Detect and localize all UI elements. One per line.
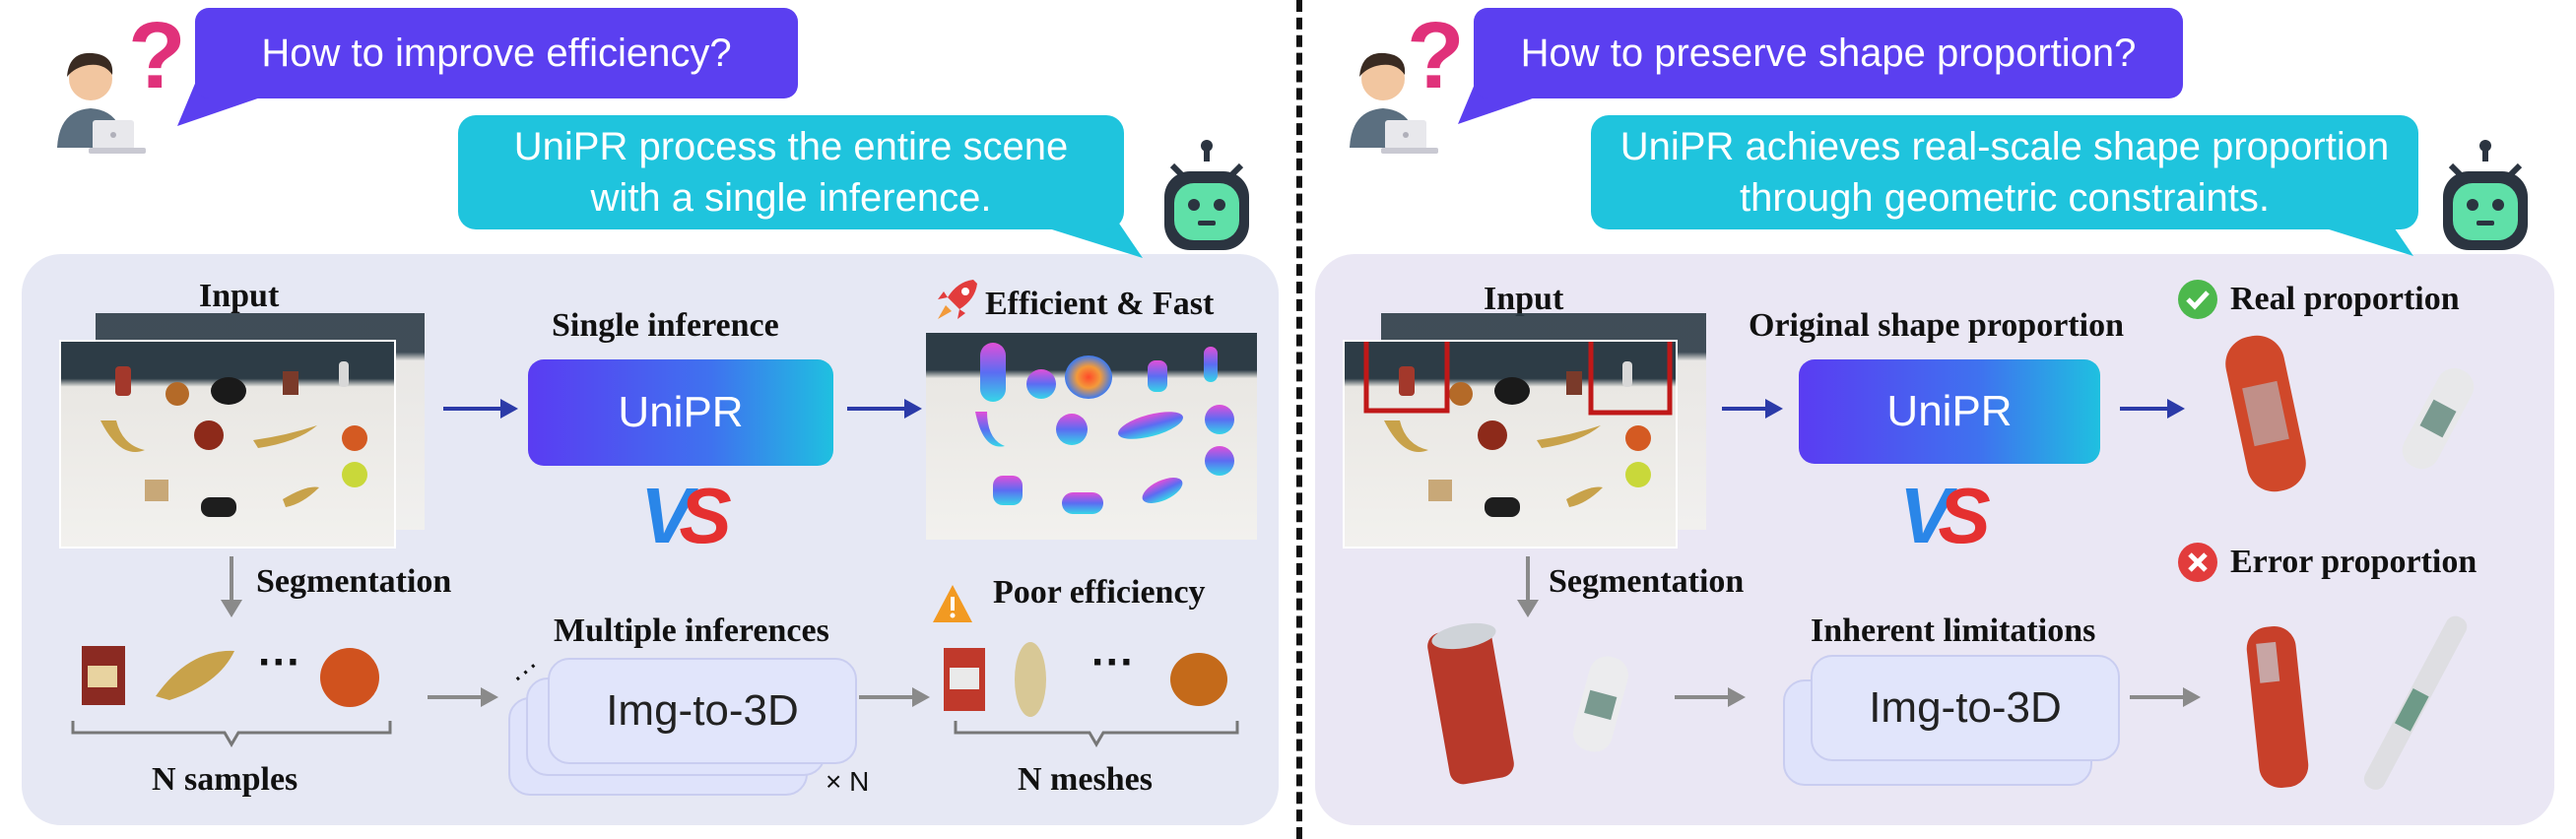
n-meshes-brace	[954, 721, 1239, 747]
arrow-input-to-unipr	[443, 399, 518, 419]
arrow-segment-to-img3d	[1675, 687, 1746, 707]
real-proportion-label: Real proportion	[2230, 281, 2460, 317]
arrow-unipr-to-result	[847, 399, 922, 419]
question-mark-icon: ?	[1407, 3, 1465, 108]
left-answer-bubble: UniPR process the entire scene with a si…	[458, 115, 1124, 229]
arrow-unipr-to-real	[2120, 399, 2185, 419]
real-proportion-bottle	[2402, 367, 2475, 470]
rocket-icon	[938, 280, 977, 319]
left-answer-line1: UniPR process the entire scene	[513, 125, 1069, 168]
check-circle-icon	[2178, 280, 2217, 319]
right-img3d-text: Img-to-3D	[1869, 683, 2062, 732]
right-answer-line2: through geometric constraints.	[1739, 176, 2271, 220]
right-vs-logo: VS	[1899, 471, 1991, 561]
times-n-label: × N	[826, 766, 870, 797]
arrow-img3d-to-meshes	[859, 687, 930, 707]
mesh-banana	[1015, 642, 1046, 717]
left-unipr-text: UniPR	[618, 388, 744, 436]
left-question-bubble: How to improve efficiency?	[195, 8, 798, 98]
right-answer-bubble: UniPR achieves real-scale shape proporti…	[1591, 115, 2418, 229]
error-proportion-can	[2246, 626, 2309, 788]
left-answer-line2: with a single inference.	[590, 176, 992, 220]
arrow-img3d-to-error	[2130, 687, 2201, 707]
arrow-samples-to-img3d	[428, 687, 498, 707]
left-result-photo	[926, 333, 1257, 540]
left-samples-ellipsis: ···	[258, 638, 301, 686]
right-question-bubble: How to preserve shape proportion?	[1474, 8, 2183, 98]
right-unipr-text: UniPR	[1886, 387, 2013, 435]
left-vs-logo: VS	[640, 471, 732, 561]
person-with-laptop-icon	[57, 52, 146, 154]
vs-v: V	[640, 472, 693, 559]
robot-icon	[2443, 140, 2528, 250]
vs-v: V	[1899, 472, 1951, 559]
n-meshes-label: N meshes	[1018, 761, 1153, 798]
left-unipr-block: UniPR	[528, 359, 833, 466]
n-samples-brace	[71, 721, 392, 747]
multiple-inferences-label: Multiple inferences	[554, 613, 829, 649]
sample-banana	[156, 650, 234, 700]
sample-juice-box	[82, 646, 125, 705]
inherent-limitations-label: Inherent limitations	[1811, 613, 2096, 649]
error-proportion-bottle	[2363, 615, 2468, 790]
right-answer-line1: UniPR achieves real-scale shape proporti…	[1619, 125, 2390, 168]
question-mark-icon: ?	[128, 3, 186, 108]
mesh-orange	[1170, 653, 1227, 706]
x-circle-icon	[2178, 543, 2217, 582]
right-input-photo	[1343, 327, 1678, 549]
right-unipr-block: UniPR	[1799, 359, 2100, 464]
left-input-photo	[59, 340, 396, 549]
right-img3d-block: Img-to-3D	[1811, 655, 2120, 761]
vs-s: S	[679, 472, 731, 559]
sample-orange	[320, 648, 379, 707]
robot-icon	[1164, 140, 1249, 250]
n-samples-label: N samples	[152, 761, 298, 798]
mesh-juice-box	[944, 648, 985, 711]
person-with-laptop-icon	[1350, 52, 1438, 154]
right-segmentation-label: Segmentation	[1549, 563, 1745, 600]
left-img3d-text: Img-to-3D	[606, 686, 799, 735]
arrow-input-to-unipr	[1722, 399, 1783, 419]
efficient-fast-label: Efficient & Fast	[985, 286, 1215, 322]
right-question-text: How to preserve shape proportion?	[1520, 31, 2137, 75]
segmented-can	[1427, 622, 1514, 785]
segmented-bottle	[1573, 656, 1628, 752]
left-img3d-block: Img-to-3D	[548, 658, 857, 764]
vs-s: S	[1938, 472, 1990, 559]
real-proportion-can	[2225, 335, 2306, 492]
arrow-segmentation-down	[221, 556, 242, 617]
poor-efficiency-label: Poor efficiency	[993, 574, 1206, 611]
warning-icon	[933, 585, 972, 622]
section-divider	[1296, 0, 1302, 839]
arrow-segmentation-down	[1517, 556, 1539, 617]
single-inference-label: Single inference	[552, 307, 779, 344]
original-shape-proportion-label: Original shape proportion	[1749, 307, 2124, 344]
left-question-text: How to improve efficiency?	[261, 31, 732, 75]
right-meshes-ellipsis: ···	[1091, 638, 1135, 686]
error-proportion-label: Error proportion	[2230, 544, 2477, 580]
right-input-label: Input	[1484, 281, 1564, 317]
left-segmentation-label: Segmentation	[256, 563, 452, 600]
left-input-label: Input	[199, 278, 280, 314]
